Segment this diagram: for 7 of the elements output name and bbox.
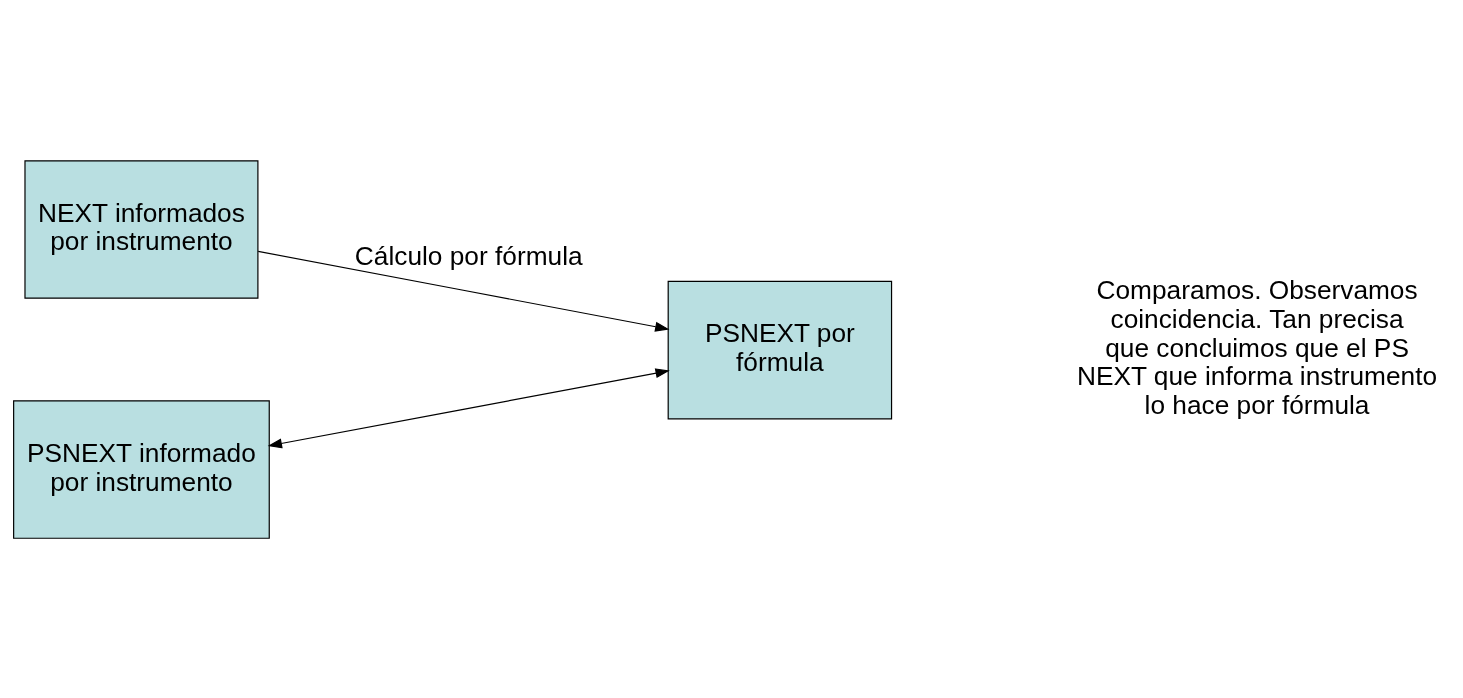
arrow <box>257 250 670 332</box>
node-box: NEXT informados por instrumento <box>24 159 259 299</box>
node-box: PSNEXT informado por instrumento <box>13 399 270 539</box>
label: Comparamos. Observamos coincidencia. Tan precisa que concluimos que el PS NEXT que informa instrumento lo hace por fórmula <box>1077 274 1438 420</box>
node-box: PSNEXT por fórmula <box>667 280 893 419</box>
edge-label: Cálculo por fórmula <box>354 240 583 271</box>
arrow <box>267 367 670 448</box>
